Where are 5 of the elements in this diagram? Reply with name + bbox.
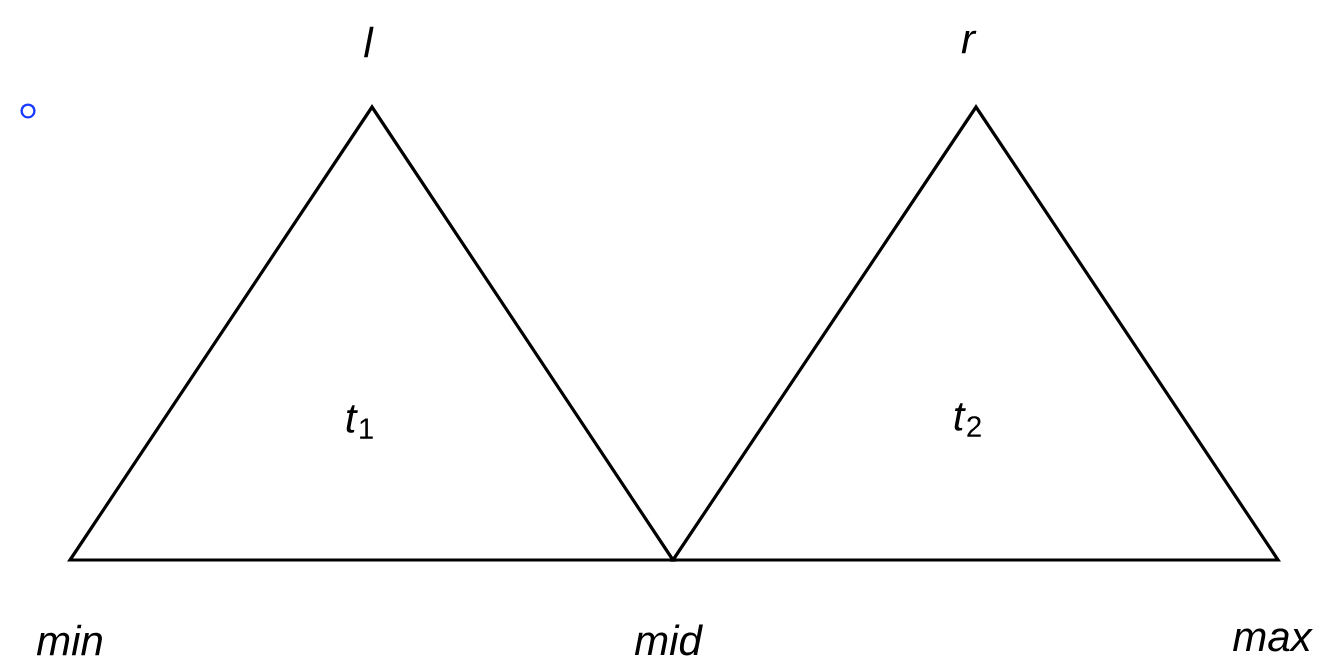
axis-label: l bbox=[364, 26, 374, 58]
axis-label: min bbox=[36, 624, 102, 656]
axis-label: r bbox=[961, 30, 977, 54]
axis-label: max bbox=[1233, 628, 1313, 652]
axis-label: mid bbox=[634, 624, 703, 656]
